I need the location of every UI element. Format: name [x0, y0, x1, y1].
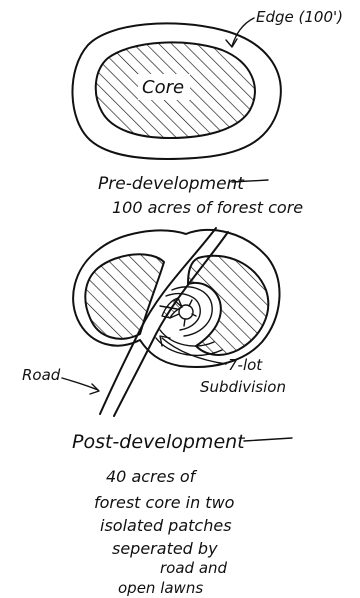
- pre-development-subtitle: 100 acres of forest core: [112, 198, 303, 217]
- post-desc-line1: 40 acres of: [106, 467, 198, 486]
- pre-development-title: Pre-development: [98, 174, 245, 194]
- edge-label: Edge (100'): [256, 8, 343, 26]
- pre-development-diagram: Core Edge (100') Pre-development 100 acr…: [72, 8, 343, 217]
- post-desc-line5: road and: [160, 559, 228, 577]
- post-desc-line4: seperated by: [112, 539, 218, 558]
- post-title-flourish: [244, 438, 292, 441]
- post-development-diagram: Road 7-lot Subdivision Post-development …: [22, 228, 292, 597]
- subdivision-label-line2: Subdivision: [200, 378, 286, 396]
- post-desc-line2: forest core in two: [94, 493, 235, 512]
- post-desc-line6: open lawns: [118, 579, 203, 597]
- post-desc-line3: isolated patches: [100, 516, 232, 535]
- edge-pointer-arrowhead: [226, 39, 237, 47]
- road-label: Road: [22, 366, 61, 384]
- subdivision-label-line1: 7-lot: [228, 356, 263, 374]
- post-left-core-patch: [85, 254, 164, 338]
- post-development-title: Post-development: [72, 431, 246, 453]
- core-label: Core: [142, 77, 184, 98]
